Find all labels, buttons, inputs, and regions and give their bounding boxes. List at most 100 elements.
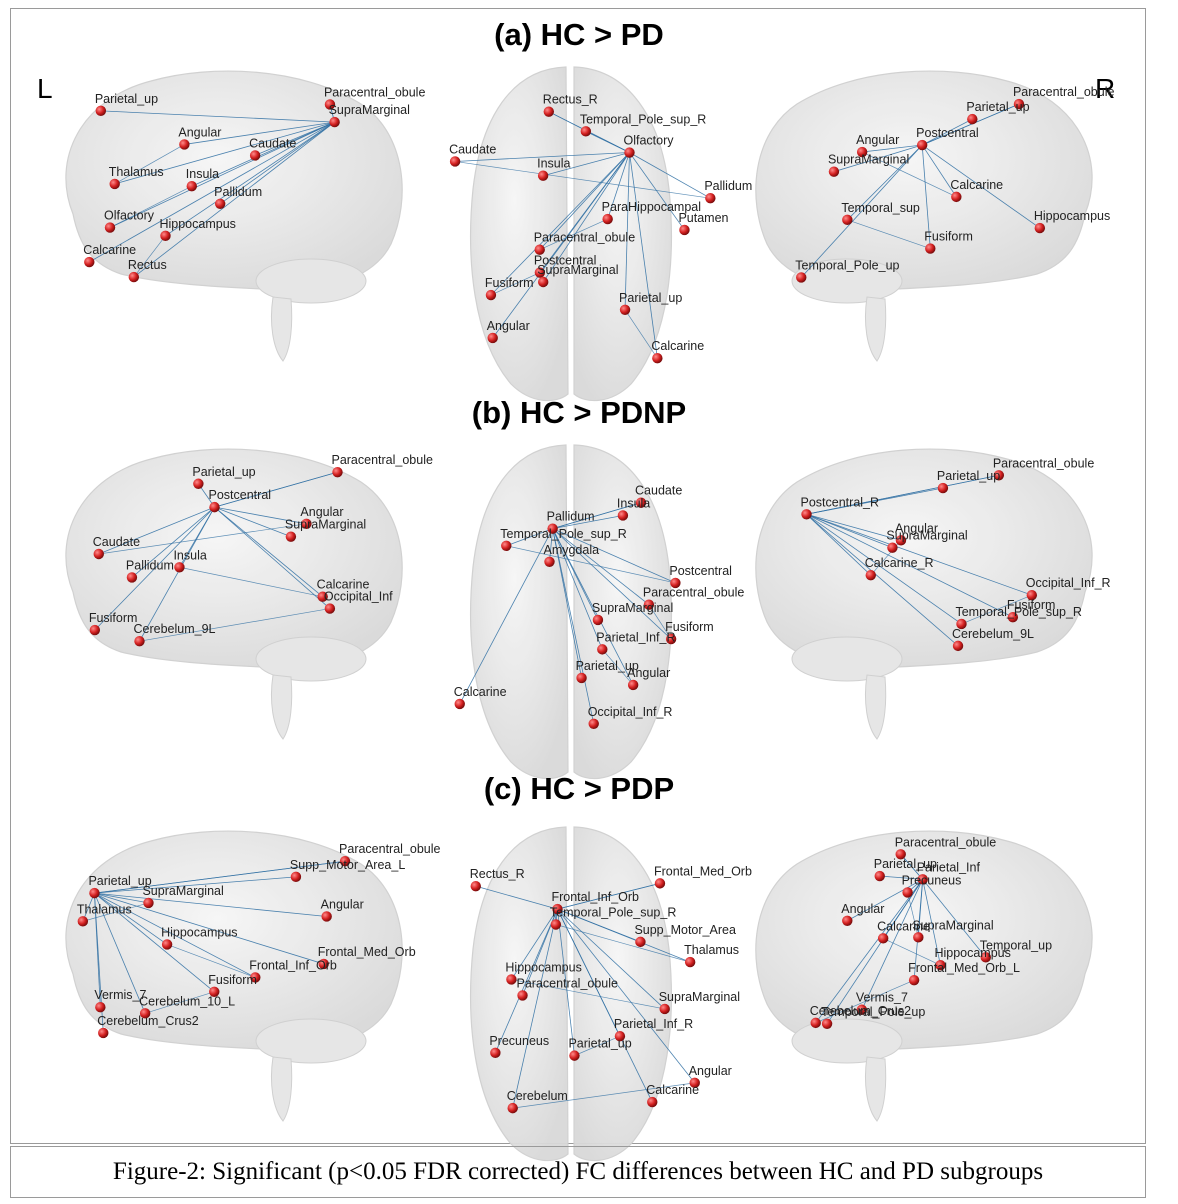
connection-edge: [552, 528, 595, 724]
connection-edge: [900, 854, 923, 880]
region-node: [449, 156, 461, 167]
region-node: [126, 572, 138, 583]
left-cerebellum-shape: [255, 636, 367, 682]
connection-edge: [879, 875, 923, 880]
left-lateral-brain-shape: [65, 70, 403, 291]
connection-edge: [921, 118, 973, 146]
region-node: [643, 599, 655, 610]
connection-edge: [806, 487, 944, 515]
region-node: [580, 126, 592, 137]
connection-edge: [542, 152, 630, 177]
connection-edge: [459, 528, 553, 705]
region-label: Postcentral: [209, 488, 272, 502]
connection-edge: [806, 514, 872, 576]
region-label: Calcarine: [83, 243, 136, 257]
connection-edge: [506, 528, 553, 547]
region-node: [139, 1008, 151, 1019]
region-node: [301, 518, 312, 530]
connection-edge: [806, 513, 962, 625]
connection-edge: [861, 151, 957, 198]
region-label: Hippocampus: [1034, 209, 1110, 223]
connection-edge: [629, 152, 711, 199]
region-node: [679, 224, 690, 236]
region-label: Fusiform: [924, 230, 973, 244]
connection-edge: [139, 608, 330, 642]
connection-edge: [585, 130, 630, 153]
connection-edge: [913, 879, 924, 981]
connection-edge: [165, 121, 335, 237]
connection-edge: [511, 908, 558, 980]
connection-edge: [861, 879, 924, 1010]
region-label: Paracentral_obule: [1013, 85, 1115, 99]
region-node: [290, 871, 302, 883]
right-lateral-brain-shape: [755, 70, 1093, 291]
connection-edge: [624, 152, 630, 310]
connection-edge: [800, 144, 923, 278]
connection-edge: [574, 1035, 621, 1056]
region-label: Precuneus: [489, 1034, 549, 1048]
region-label: Hippocampus: [159, 217, 235, 231]
region-node: [1007, 611, 1019, 623]
caption-box: Figure-2: Significant (p<0.05 FDR correc…: [10, 1146, 1146, 1198]
connection-edge: [552, 502, 642, 529]
region-label: Fusiform: [665, 620, 714, 634]
left-lateral-brain-shape: [65, 448, 403, 669]
region-label: Parietal_up: [568, 1037, 631, 1051]
connection-edge: [552, 528, 582, 679]
figure-caption: Figure-2: Significant (p<0.05 FDR correc…: [112, 1158, 1044, 1185]
connection-edge: [114, 144, 185, 185]
region-label: Pallidum: [126, 558, 174, 572]
region-node: [937, 482, 949, 494]
region-node: [588, 718, 599, 729]
region-label: Calcarine: [646, 1083, 699, 1097]
region-node: [98, 1027, 109, 1039]
region-node: [856, 146, 868, 158]
region-node: [1026, 589, 1038, 601]
nodes-group: Paracentral_obuleParietal_upSupraMargina…: [83, 85, 1115, 364]
region-node: [537, 170, 549, 181]
region-label: Angular: [300, 505, 343, 519]
region-node: [84, 256, 95, 268]
region-node: [796, 272, 807, 283]
connection-edge: [219, 121, 335, 205]
region-node: [470, 880, 481, 892]
region-node: [842, 214, 853, 226]
connection-edge: [552, 528, 676, 584]
region-node: [104, 222, 116, 233]
region-node: [143, 897, 154, 909]
region-node: [828, 166, 840, 177]
region-node: [324, 603, 336, 614]
connection-edge: [94, 892, 256, 978]
connection-edge: [921, 144, 957, 198]
region-node: [547, 523, 558, 534]
region-node: [487, 332, 498, 344]
connection-edge: [94, 892, 149, 904]
region-node: [1013, 98, 1025, 110]
connection-edge: [131, 506, 215, 578]
region-node: [339, 856, 351, 867]
region-label: Occipital_Inf_R: [1026, 576, 1111, 590]
region-node: [895, 849, 906, 860]
region-node: [179, 139, 190, 150]
region-node: [684, 956, 696, 968]
region-node: [501, 540, 512, 551]
region-node: [128, 271, 140, 283]
region-node: [705, 192, 716, 204]
connection-edge: [826, 879, 924, 1024]
connection-edge: [94, 876, 296, 894]
region-label: Frontal_Med_Orb: [318, 945, 416, 959]
region-label: SupraMarginal: [592, 601, 673, 615]
connection-edge: [94, 506, 215, 631]
panel-b-title: (b) HC > PDNP: [471, 395, 687, 430]
right-cerebellum-shape: [791, 636, 903, 682]
connection-edge: [555, 924, 691, 963]
region-label: Temporal_Pole_up: [795, 258, 899, 272]
region-label: Insula: [617, 496, 650, 510]
connection-edge: [602, 649, 634, 686]
panel-c-title: (c) HC > PDP: [483, 771, 675, 806]
region-label: Paracentral_obule: [517, 976, 619, 990]
region-label: Olfactory: [623, 134, 674, 148]
connection-edge: [214, 506, 323, 597]
region-node: [801, 509, 812, 520]
region-label: Paracentral_obule: [895, 835, 997, 849]
